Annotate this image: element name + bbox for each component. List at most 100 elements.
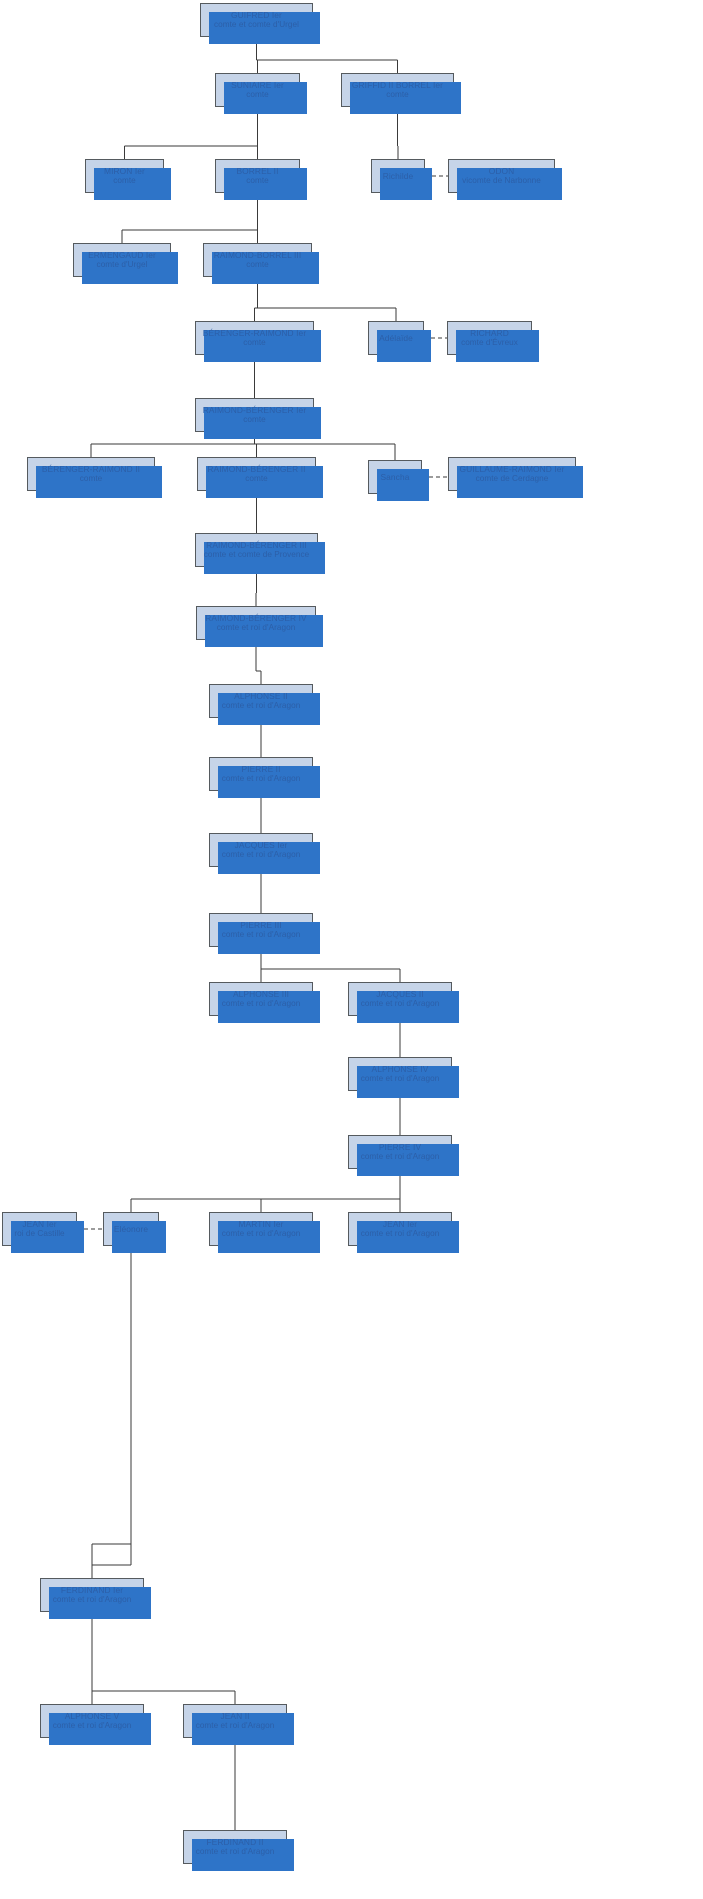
- node-shadow: [218, 693, 320, 725]
- person-title: comte: [243, 415, 266, 425]
- person-name: PIERRE IV: [378, 1141, 422, 1152]
- node-shadow: [82, 252, 178, 284]
- person-title: vicomte de Narbonne: [462, 176, 541, 186]
- node-shadow: [212, 252, 319, 284]
- node-shadow: [11, 1221, 84, 1253]
- node-shadow: [204, 330, 321, 362]
- person-node-richilde[interactable]: Richilde: [371, 159, 432, 200]
- node-shadow: [457, 168, 562, 200]
- person-name: Richilde: [382, 170, 414, 181]
- person-title: comte: [113, 176, 136, 186]
- person-title: comte et comte de Provence: [203, 550, 310, 560]
- node-shadow: [218, 842, 320, 874]
- person-name: GUILLAUME-RAIMOND Ier: [459, 463, 565, 474]
- person-title: comte d'Urgel: [96, 260, 148, 270]
- node-shadow: [377, 330, 431, 362]
- node-shadow: [36, 466, 162, 498]
- node-shadow: [209, 12, 320, 44]
- person-node-eleonore[interactable]: Eléonore: [103, 1212, 166, 1253]
- node-shadow: [218, 766, 320, 798]
- node-shadow: [205, 615, 323, 647]
- person-name: GRIFFID II BORREL Ier: [351, 79, 444, 90]
- person-name: Eléonore: [113, 1223, 149, 1234]
- person-name: ALPHONSE II: [234, 690, 288, 701]
- person-title: comte et roi d'Aragon: [221, 701, 301, 711]
- person-name: ODON: [488, 165, 515, 176]
- node-shadow: [457, 466, 583, 498]
- person-name: JEAN II: [220, 1710, 250, 1721]
- person-node-sancha[interactable]: Sancha: [368, 460, 429, 501]
- person-name: Sancha: [380, 471, 410, 482]
- person-name: JACQUES Ier: [234, 839, 288, 850]
- person-title: comte et roi d'Aragon: [221, 850, 301, 860]
- node-shadow: [112, 1221, 166, 1253]
- person-name: BÉRENGER-RAIMOND II: [41, 463, 141, 474]
- node-shadow: [357, 1144, 459, 1176]
- person-name: JEAN Ier: [382, 1218, 418, 1229]
- person-name: PIERRE II: [241, 763, 281, 774]
- person-title: comte et roi d'Aragon: [221, 1229, 301, 1239]
- person-name: RAIMOND-BÉRENGER Ier: [202, 404, 307, 415]
- person-name: Adélaïde: [379, 332, 413, 343]
- node-shadow: [49, 1587, 151, 1619]
- person-title: comte de Cerdagne: [475, 474, 549, 484]
- node-shadow: [224, 168, 307, 200]
- person-name: ALPHONSE IV: [371, 1063, 429, 1074]
- person-title: comte: [79, 474, 103, 484]
- person-title: comte: [246, 260, 269, 270]
- node-shadow: [377, 469, 429, 501]
- person-title: comte et roi d'Aragon: [195, 1847, 275, 1857]
- person-title: comte et roi d'Aragon: [360, 999, 440, 1009]
- node-shadow: [192, 1839, 294, 1871]
- person-node-adelaide[interactable]: Adélaïde: [368, 321, 431, 362]
- node-shadow: [350, 82, 461, 114]
- node-shadow: [357, 991, 459, 1023]
- node-shadow: [204, 407, 321, 439]
- person-title: comte et roi d'Aragon: [221, 774, 301, 784]
- node-shadow: [380, 168, 432, 200]
- person-name: MARTIN Ier: [238, 1218, 284, 1229]
- node-shadow: [224, 82, 307, 114]
- person-name: RAIMOND-BÉRENGER III: [206, 539, 307, 550]
- person-title: comte et roi d'Aragon: [360, 1152, 440, 1162]
- person-name: GUIFRED Ier: [231, 9, 282, 20]
- person-title: comte et roi d'Aragon: [216, 623, 296, 633]
- person-name: BORREL II: [236, 165, 279, 176]
- node-shadow: [357, 1066, 459, 1098]
- person-title: comte et roi d'Aragon: [221, 930, 301, 940]
- person-name: MIRON Ier: [104, 165, 145, 176]
- node-shadow: [218, 1221, 320, 1253]
- person-name: BÉRENGER-RAIMOND Ier: [202, 327, 307, 338]
